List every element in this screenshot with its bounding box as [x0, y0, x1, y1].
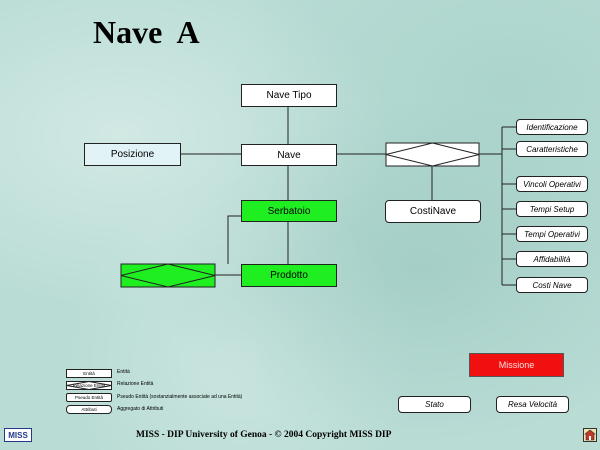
relationship-diamond-prodotto [120, 263, 216, 288]
attribute-stato[interactable]: Stato [398, 396, 471, 413]
page-title: Nave A [93, 14, 200, 50]
miss-logo-icon[interactable]: MISS [4, 428, 32, 442]
legend-symbol-entity: Entità [66, 369, 112, 378]
entity-missione[interactable]: Missione [469, 353, 564, 377]
attribute-caratteristiche[interactable]: Caratteristiche [516, 141, 588, 157]
legend-symbol-relationship-label: Relazione Entità [72, 383, 106, 388]
legend-text-pseudo-entity: Pseudo Entità (sostanzialmente associate… [117, 394, 243, 400]
relationship-diamond-costi [385, 142, 480, 167]
entity-posizione[interactable]: Posizione [84, 143, 181, 166]
attribute-costi-nave[interactable]: Costi Nave [516, 277, 588, 293]
entity-serbatoio[interactable]: Serbatoio [241, 200, 337, 222]
footer-copyright: MISS - DIP University of Genoa - © 2004 … [136, 430, 392, 440]
attribute-affidabilita[interactable]: Affidabilità [516, 251, 588, 267]
legend-text-relationship: Relazione Entità [117, 381, 154, 387]
attribute-identificazione[interactable]: Identificazione [516, 119, 588, 135]
legend-diamond-icon [66, 381, 112, 390]
legend-text-attributes: Aggregato di Attributi [117, 406, 164, 412]
attribute-tempi-operativi[interactable]: Tempi Operativi [516, 226, 588, 242]
entity-prodotto[interactable]: Prodotto [241, 264, 337, 287]
attribute-resa-velocita[interactable]: Resa Velocità [496, 396, 569, 413]
entity-costi-nave[interactable]: CostiNave [385, 200, 481, 223]
entity-nave[interactable]: Nave [241, 144, 337, 166]
entity-nave-tipo[interactable]: Nave Tipo [241, 84, 337, 107]
legend-symbol-pseudo-entity: Pseudo Entità [66, 393, 112, 402]
attribute-tempi-setup[interactable]: Tempi Setup [516, 201, 588, 217]
legend-symbol-attributes: Attributi [66, 405, 112, 414]
legend-text-entity: Entità [117, 369, 130, 375]
home-glyph-icon [584, 429, 596, 441]
home-icon[interactable] [583, 428, 597, 442]
attribute-vincoli-operativi[interactable]: Vincoli Operativi [516, 176, 588, 192]
legend-symbol-relationship: Relazione Entità [66, 381, 112, 390]
